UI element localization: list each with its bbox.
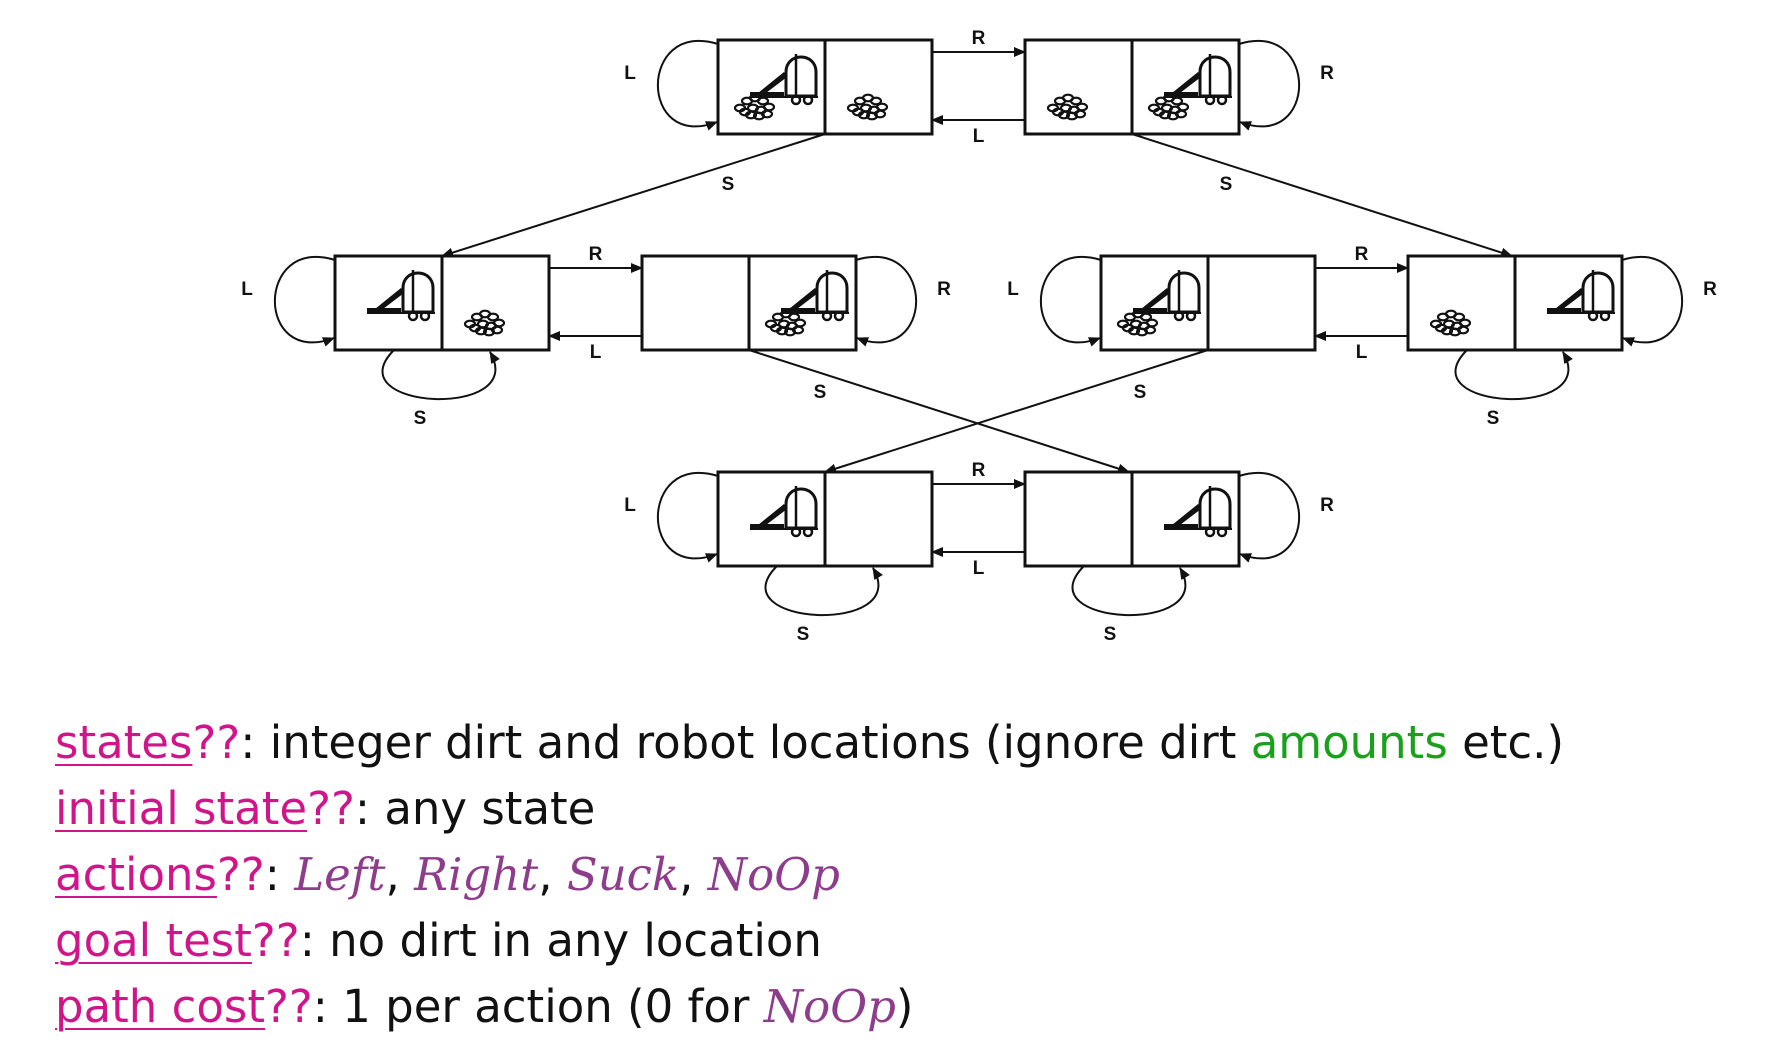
actions-line: actions??: Left, Right, Suck, NoOp xyxy=(55,848,840,901)
action-left: Left xyxy=(294,848,386,901)
states-line: states??: integer dirt and robot locatio… xyxy=(55,716,1565,769)
vacuum-icon xyxy=(750,54,818,106)
edge-self-left xyxy=(1039,256,1102,347)
edge-self-left xyxy=(656,40,719,131)
state-box-1 xyxy=(716,38,934,136)
initial-state-line: initial state??: any state xyxy=(55,782,596,835)
vacuum-icon xyxy=(1164,486,1232,538)
dirt-icon xyxy=(1046,93,1089,121)
dirt-icon xyxy=(1429,309,1472,337)
edge-self-right xyxy=(1621,256,1684,347)
state-space-diagram: R L R L R L R L L L L L R R R R S S S S S S S S xyxy=(241,28,1717,645)
edge-labels: R L R L R L R L L L L L R R R R S S S S S S S S xyxy=(241,28,1717,645)
edge-label-suck: S xyxy=(1220,174,1233,195)
edge-label-suck: S xyxy=(1104,624,1117,645)
edge-label-suck: S xyxy=(797,624,810,645)
dirt-icon xyxy=(463,309,506,337)
goal-test-line: goal test??: no dirt in any location xyxy=(55,914,822,967)
edge-suck xyxy=(1131,133,1513,258)
edge-self-right xyxy=(1238,40,1301,131)
state-box-6 xyxy=(1406,254,1624,352)
edge-self-left xyxy=(656,472,719,563)
edge-label-right: R xyxy=(1320,495,1334,516)
dirt-icon xyxy=(846,93,889,121)
edge-label-right: R xyxy=(972,460,986,481)
edge-self-right xyxy=(855,256,918,347)
edge-label-left: L xyxy=(973,126,985,147)
state-box-8 xyxy=(1023,470,1241,568)
edge-self-suck xyxy=(1071,565,1190,617)
edge-suck xyxy=(824,349,1209,474)
state-box-7 xyxy=(716,470,934,568)
states xyxy=(333,38,1624,568)
edge-self-suck xyxy=(381,349,500,401)
edge-self-suck xyxy=(1454,349,1573,401)
goal-test-key: goal test xyxy=(55,914,252,967)
edge-label-suck: S xyxy=(1487,408,1500,429)
states-key: states xyxy=(55,716,193,769)
edge-label-right: R xyxy=(589,244,603,265)
edge-self-left xyxy=(273,256,336,347)
vacuum-icon xyxy=(367,270,435,322)
edge-label-left: L xyxy=(241,279,253,300)
problem-formulation: states??: integer dirt and robot locatio… xyxy=(55,710,1755,1040)
state-box-5 xyxy=(1099,254,1317,352)
action-noop: NoOp xyxy=(707,848,840,901)
action-right: Right xyxy=(414,848,539,901)
vacuum-icon xyxy=(1164,54,1232,106)
edge-self-right xyxy=(1238,472,1301,563)
vacuum-icon xyxy=(781,270,849,322)
dirt-icon xyxy=(1147,93,1190,121)
actions-key: actions xyxy=(55,848,217,901)
edge-label-right: R xyxy=(937,279,951,300)
edge-label-left: L xyxy=(624,63,636,84)
edge-label-right: R xyxy=(1703,279,1717,300)
edge-label-left: L xyxy=(973,558,985,579)
vacuum-icon xyxy=(1133,270,1201,322)
edge-label-right: R xyxy=(972,28,986,49)
edge-label-left: L xyxy=(1007,279,1019,300)
state-box-4 xyxy=(640,254,858,352)
dirt-icon xyxy=(1116,309,1159,337)
edges xyxy=(273,40,1684,617)
vacuum-icon xyxy=(1547,270,1615,322)
initial-state-key: initial state xyxy=(55,782,308,835)
dirt-icon xyxy=(764,309,807,337)
edge-label-suck: S xyxy=(722,174,735,195)
edge-label-right: R xyxy=(1355,244,1369,265)
edge-label-left: L xyxy=(1356,342,1368,363)
action-suck: Suck xyxy=(566,848,680,901)
path-cost-line: path cost??: 1 per action (0 for NoOp) xyxy=(55,980,914,1033)
edge-self-suck xyxy=(764,565,883,617)
vacuum-icon xyxy=(750,486,818,538)
edge-label-left: L xyxy=(590,342,602,363)
edge-label-suck: S xyxy=(414,408,427,429)
state-box-2 xyxy=(1023,38,1241,136)
edge-label-right: R xyxy=(1320,63,1334,84)
edge-suck xyxy=(748,349,1130,474)
path-cost-key: path cost xyxy=(55,980,265,1033)
action-noop-cost: NoOp xyxy=(763,980,896,1033)
amounts-highlight: amounts xyxy=(1250,716,1448,769)
edge-label-left: L xyxy=(624,495,636,516)
edge-label-suck: S xyxy=(1134,382,1147,403)
dirt-icon xyxy=(733,93,776,121)
edge-label-suck: S xyxy=(814,382,827,403)
state-box-3 xyxy=(333,254,551,352)
edge-suck xyxy=(441,133,826,258)
